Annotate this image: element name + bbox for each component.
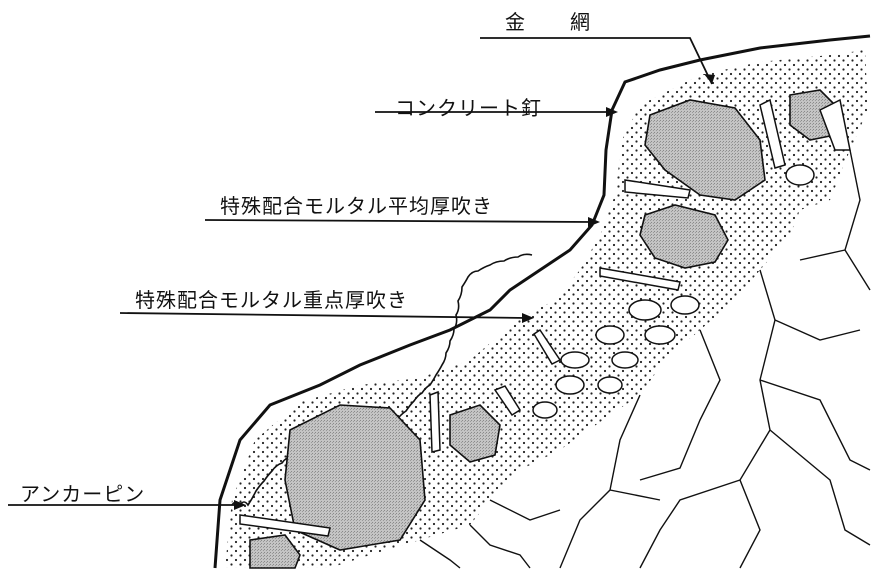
voids (532, 164, 815, 419)
label-anchor-pin: アンカーピン (20, 482, 146, 506)
label-mortar-focus: 特殊配合モルタル重点厚吹き (135, 288, 408, 312)
leader-wire-mesh (480, 37, 713, 85)
leader-mortar-average (204, 219, 595, 223)
stones (249, 89, 841, 569)
label-wire-mesh: 金網 (505, 6, 591, 35)
leader-arrowheads (234, 74, 715, 510)
anchor-pins (239, 98, 851, 537)
stone-large-bottom (284, 404, 426, 551)
stone-corner (249, 534, 301, 569)
label-concrete-nail: コンクリート釘 (395, 96, 542, 120)
bedrock-cracks (419, 149, 871, 569)
label-wire-mesh-b: 網 (570, 10, 591, 34)
mesh-wavy-edge (231, 253, 533, 507)
leader-lines (8, 37, 713, 506)
stone-middle (639, 204, 729, 269)
label-mortar-average: 特殊配合モルタル平均厚吹き (220, 194, 493, 218)
stone-large-top (644, 99, 766, 201)
stone-small-bottom (449, 404, 501, 463)
leader-mortar-focus (119, 312, 529, 319)
label-wire-mesh-a: 金 (505, 10, 526, 34)
wire-mesh-line (213, 34, 871, 569)
